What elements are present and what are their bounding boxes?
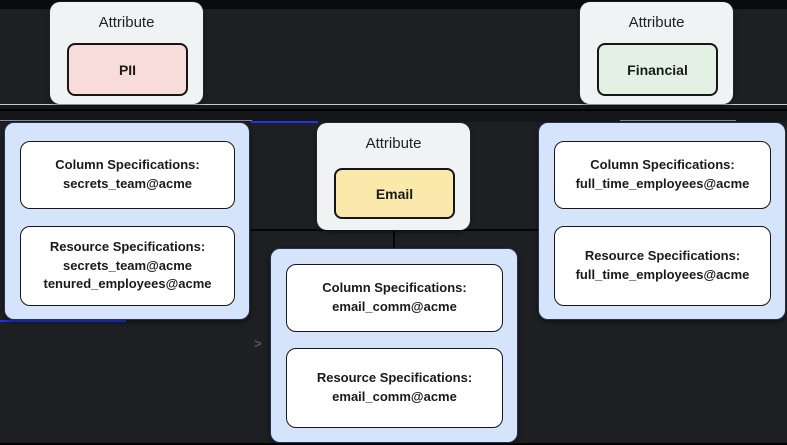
attribute-node-title: Attribute <box>98 14 155 31</box>
attribute-badge-financial: Financial <box>597 43 718 96</box>
attribute-node-financial: Attribute Financial <box>580 2 733 104</box>
edge-line-segment-right <box>620 119 736 121</box>
attribute-node-title: Attribute <box>628 14 685 31</box>
spec-box-title: Column Specifications: <box>322 280 467 296</box>
spec-box-title: Resource Specifications: <box>316 370 473 386</box>
resource-specifications-box: Resource Specifications: email_comm@acme <box>286 348 503 428</box>
spec-group-email-comm: Column Specifications: email_comm@acme R… <box>270 248 518 443</box>
edge-line-blue-bottom <box>0 319 126 322</box>
attribute-node-email: Attribute Email <box>317 123 470 230</box>
edge-line-horizontal-black <box>0 109 787 111</box>
spec-box-value: email_comm@acme <box>332 299 457 314</box>
edge-arrow-icon: > <box>254 336 262 351</box>
spec-box-value: full_time_employees@acme <box>575 267 750 282</box>
attribute-node-title: Attribute <box>365 135 422 152</box>
resource-specifications-box: Resource Specifications: secrets_team@ac… <box>20 226 235 306</box>
spec-box-title: Column Specifications: <box>590 157 735 173</box>
column-specifications-box: Column Specifications: full_time_employe… <box>554 141 771 209</box>
edge-line-bottom <box>0 443 787 445</box>
background-band-top <box>0 0 787 9</box>
edge-line-blue-top <box>251 120 318 123</box>
column-specifications-box: Column Specifications: secrets_team@acme <box>20 141 235 209</box>
edge-line-segment-left <box>0 119 252 121</box>
spec-box-value: full_time_employees@acme <box>575 176 750 191</box>
spec-box-value: secrets_team@acme <box>62 176 193 191</box>
edge-line-horizontal-light <box>0 103 787 105</box>
spec-box-title: Resource Specifications: <box>584 248 741 264</box>
spec-box-value: tenured_employees@acme <box>43 276 212 292</box>
spec-group-full-time-employees: Column Specifications: full_time_employe… <box>538 122 786 320</box>
column-specifications-box: Column Specifications: email_comm@acme <box>286 264 503 332</box>
resource-specifications-box: Resource Specifications: full_time_emplo… <box>554 226 771 306</box>
spec-box-title: Resource Specifications: <box>49 238 206 254</box>
spec-box-value: email_comm@acme <box>332 389 457 404</box>
spec-group-secrets-team: Column Specifications: secrets_team@acme… <box>4 122 250 320</box>
spec-box-title: Column Specifications: <box>55 157 200 173</box>
attribute-badge-pii: PII <box>67 43 188 96</box>
attribute-node-pii: Attribute PII <box>50 2 203 104</box>
attribute-badge-email: Email <box>334 168 455 219</box>
spec-box-value: secrets_team@acme <box>62 257 193 273</box>
connector-email-to-specs <box>393 230 395 249</box>
